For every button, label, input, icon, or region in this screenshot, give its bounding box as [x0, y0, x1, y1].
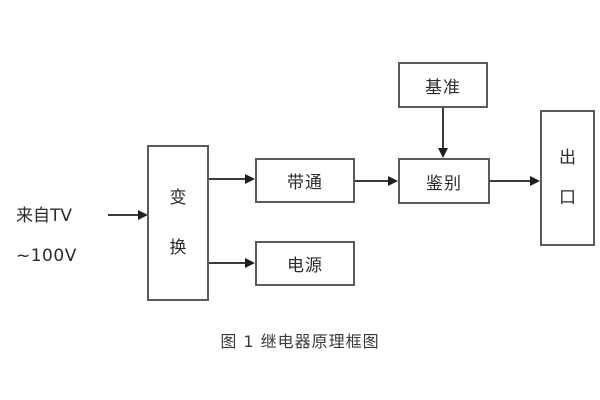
block-bandpass: 带通 [255, 158, 355, 203]
arrowhead-transform-to-power [245, 258, 255, 268]
connector-transform-to-power [209, 262, 247, 264]
input-source-line-1: 来自TV [16, 206, 73, 226]
block-discriminator: 鉴别 [398, 158, 490, 204]
arrowhead-discriminator-to-output [530, 176, 540, 186]
block-transform-char-1: 变 [169, 187, 187, 208]
connector-discriminator-to-output [490, 180, 532, 182]
connector-input-to-transform [108, 214, 140, 216]
figure-caption: 图 1 继电器原理框图 [220, 332, 380, 351]
input-source-line-2: ~100V [16, 246, 77, 266]
block-power-supply: 电源 [255, 241, 355, 286]
connector-bandpass-to-discriminator [355, 180, 390, 182]
arrowhead-input-to-transform [138, 210, 148, 220]
block-power-supply-label: 电源 [287, 256, 323, 276]
arrowhead-reference-to-discriminator [438, 148, 448, 158]
input-source-label: 来自TV ~100V [16, 196, 112, 276]
block-bandpass-label: 带通 [287, 173, 323, 193]
block-transform-char-2: 换 [169, 237, 187, 258]
connector-transform-to-bandpass [209, 178, 247, 180]
block-output-char-1: 出 [559, 147, 576, 168]
block-reference: 基准 [398, 62, 488, 108]
arrowhead-bandpass-to-discriminator [388, 176, 398, 186]
block-output: 出 口 [540, 110, 595, 246]
block-reference-label: 基准 [425, 77, 461, 98]
block-transform: 变 换 [147, 145, 209, 301]
arrowhead-transform-to-bandpass [245, 174, 255, 184]
block-discriminator-label: 鉴别 [426, 173, 462, 194]
block-output-char-2: 口 [559, 187, 576, 208]
connector-reference-to-discriminator [442, 108, 444, 150]
